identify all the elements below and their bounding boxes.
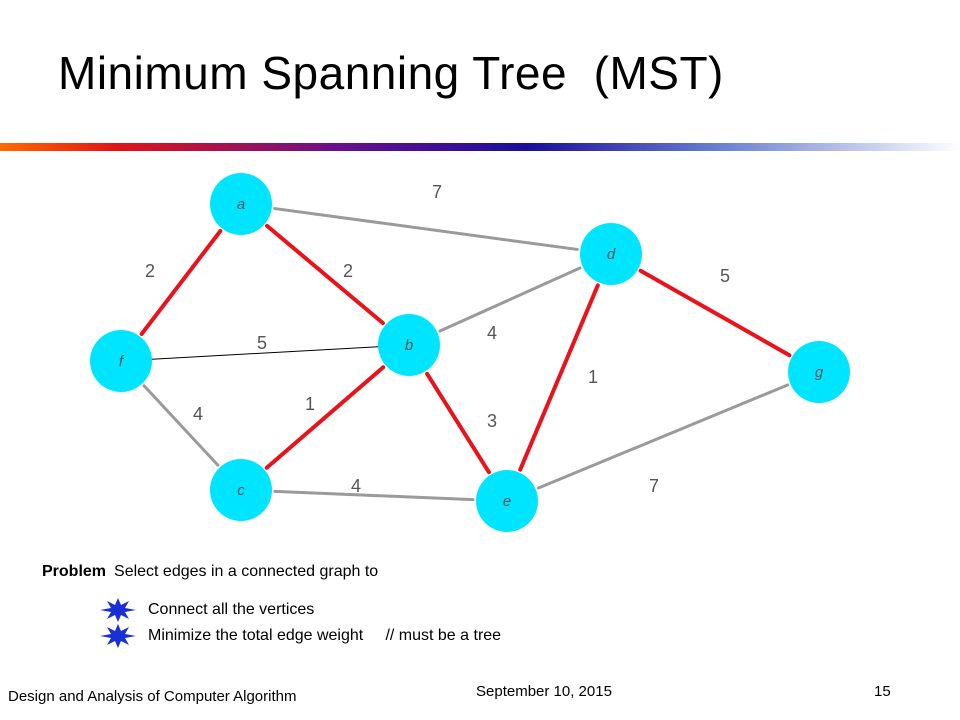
node-label-c: c [237, 482, 245, 499]
edge-weight-b-e: 3 [487, 411, 497, 431]
bullet-item-connect: Connect all the vertices [98, 598, 314, 622]
edge-weight-c-e: 4 [351, 476, 361, 496]
edge-f-a [139, 229, 223, 336]
footer-date: September 10, 2015 [476, 683, 612, 700]
footer-page-number: 15 [874, 683, 891, 700]
edge-c-e [273, 489, 475, 502]
node-label-g: g [815, 364, 824, 381]
edge-weight-f-a: 2 [145, 261, 155, 281]
node-c [210, 459, 272, 521]
edge-a-b [265, 223, 385, 326]
edge-b-d [438, 266, 582, 333]
edge-weight-f-b: 5 [257, 333, 267, 353]
edge-b-e [425, 371, 491, 475]
problem-label: Problem [42, 563, 107, 580]
edge-f-c [142, 384, 220, 467]
edge-weight-d-e: 1 [588, 367, 598, 387]
edge-d-e [518, 283, 600, 472]
edge-weight-e-g: 7 [649, 476, 659, 496]
edge-weight-b-d: 4 [487, 323, 497, 343]
edge-d-g [638, 268, 792, 358]
slide-title: Minimum Spanning Tree (MST) [58, 47, 724, 99]
edge-weight-f-c: 4 [193, 404, 203, 424]
edge-weight-a-d: 7 [432, 182, 442, 202]
bullet-text: Connect all the vertices [148, 601, 315, 618]
footer-course: Design and Analysis of Computer Algorith… [8, 688, 297, 705]
node-b [378, 314, 440, 376]
bullet-text: Minimize the total edge weight // must b… [148, 627, 502, 644]
edge-weight-a-b: 2 [343, 261, 353, 281]
edge-weight-c-b: 1 [305, 394, 315, 414]
problem-text: Select edges in a connected graph to [114, 563, 379, 580]
node-a [210, 173, 272, 235]
node-label-d: d [607, 246, 616, 263]
nodes-layer: a b c d e f g [90, 173, 850, 532]
bullet-item-minimize: Minimize the total edge weight // must b… [98, 624, 501, 648]
title-divider [0, 143, 960, 151]
problem-statement: Problem Select edges in a connected graph… [42, 563, 378, 581]
node-e [476, 470, 538, 532]
node-label-b: b [405, 337, 413, 354]
edge-weight-d-g: 5 [720, 266, 730, 286]
edge-a-d [273, 207, 579, 251]
star-burst-icon [100, 598, 136, 622]
edge-f-b [151, 346, 379, 360]
node-label-e: e [503, 493, 511, 510]
node-label-a: a [237, 196, 245, 213]
edge-e-g [536, 383, 790, 490]
star-burst-icon [100, 624, 136, 648]
node-d [580, 223, 642, 285]
node-f [90, 330, 152, 392]
node-label-f: f [119, 353, 125, 370]
edge-labels-layer: 2 2 7 5 4 1 4 3 4 1 5 7 [145, 182, 730, 496]
edge-c-b [264, 365, 386, 470]
node-g [788, 341, 850, 403]
edges-layer [139, 207, 792, 502]
